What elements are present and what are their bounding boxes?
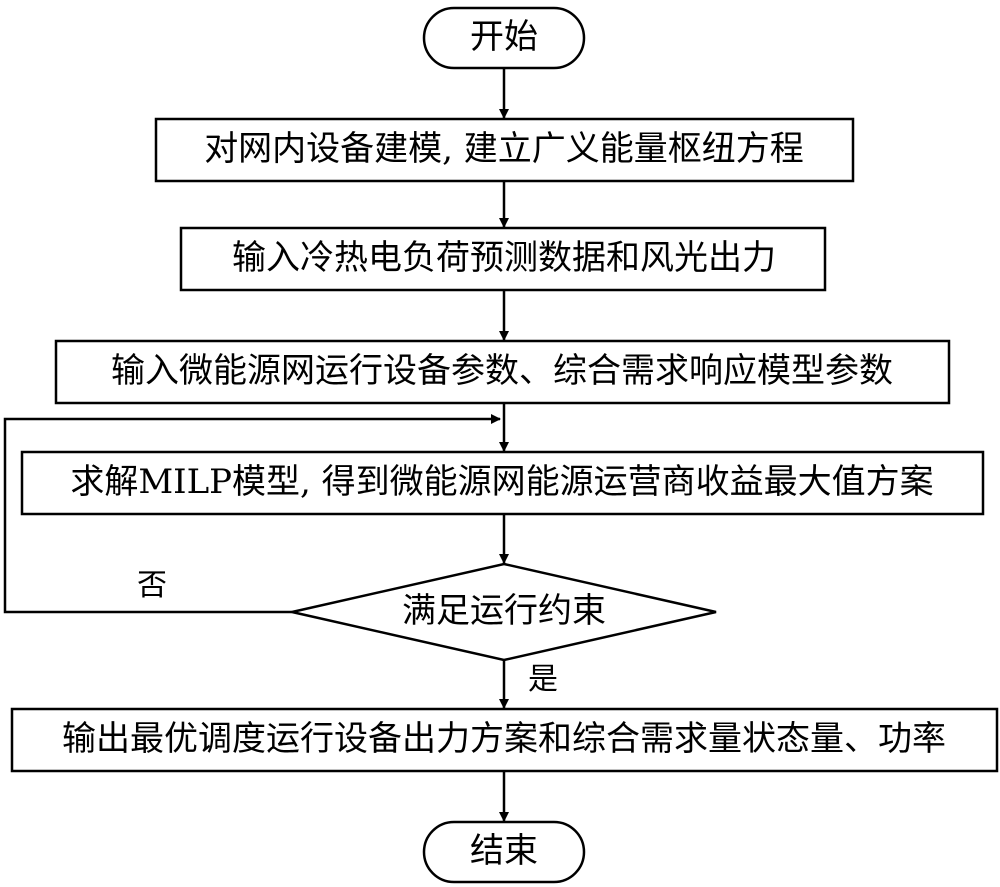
end-terminator xyxy=(422,820,586,884)
step-model-equipment-box xyxy=(154,117,855,183)
step-solve-milp-box xyxy=(20,450,985,516)
branch-no-label: 否 xyxy=(137,568,167,603)
step-output-schedule-text: 输出最优调度运行设备出力方案和综合需求量状态量、功率 xyxy=(62,719,946,759)
step-model-equipment-text: 对网内设备建模, 建立广义能量枢纽方程 xyxy=(204,129,804,169)
step-solve-milp-text: 求解MILP模型, 得到微能源网能源运营商收益最大值方案 xyxy=(70,462,933,502)
decision-constraint-text: 满足运行约束 xyxy=(402,591,606,631)
step-output-schedule-box xyxy=(10,707,999,773)
step-input-parameters-box xyxy=(54,339,951,405)
step-input-parameters-text: 输入微能源网运行设备参数、综合需求响应模型参数 xyxy=(111,351,893,391)
loop-back-no-path xyxy=(3,414,501,614)
step-input-load-forecast-text: 输入冷热电负荷预测数据和风光出力 xyxy=(232,238,776,278)
end-label: 结束 xyxy=(470,831,538,871)
branch-yes-label: 是 xyxy=(528,662,558,697)
start-label: 开始 xyxy=(470,17,538,57)
